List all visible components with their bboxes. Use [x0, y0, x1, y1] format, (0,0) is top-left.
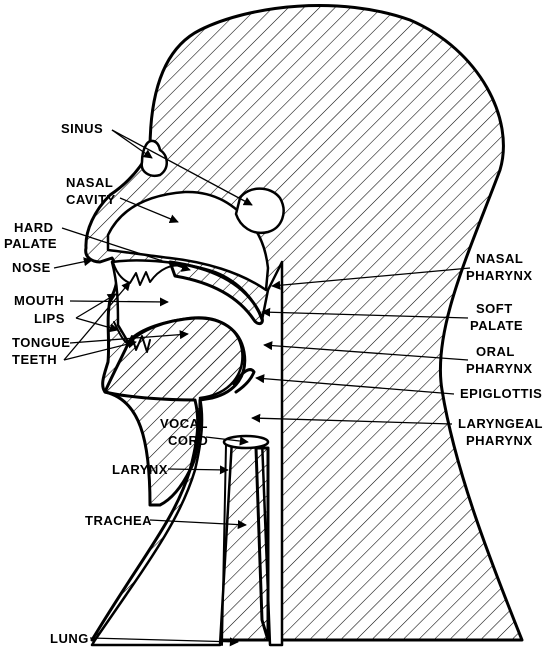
label-mouth: MOUTH [14, 293, 64, 308]
label-trachea: TRACHEA [85, 513, 152, 528]
label-tongue: TONGUE [12, 335, 70, 350]
label-sinus: SINUS [61, 121, 103, 136]
label-vocal-cord-line2: CORD [168, 433, 208, 448]
label-nasal-pharynx-line2: PHARYNX [466, 268, 533, 283]
label-hard-palate-line2: PALATE [4, 236, 57, 251]
label-oral-pharynx-line2: PHARYNX [466, 361, 533, 376]
label-larynx: LARYNX [112, 462, 168, 477]
label-epiglottis: EPIGLOTTIS [460, 386, 542, 401]
sphenoid-sinus [236, 189, 284, 233]
label-lips: LIPS [34, 311, 65, 326]
label-laryngeal-pharynx-line1: LARYNGEAL [458, 416, 543, 431]
label-nasal-cavity-line2: CAVITY [66, 192, 116, 207]
label-vocal-cord-line1: VOCAL [160, 416, 208, 431]
label-nose: NOSE [12, 260, 51, 275]
label-laryngeal-pharynx-line2: PHARYNX [466, 433, 533, 448]
label-nasal-pharynx-line1: NASAL [476, 251, 523, 266]
label-soft-palate-line2: PALATE [470, 318, 523, 333]
label-teeth: TEETH [12, 352, 57, 367]
label-hard-palate-line1: HARD [14, 220, 54, 235]
label-nasal-cavity-line1: NASAL [66, 175, 113, 190]
arrow-nose [54, 260, 92, 268]
label-soft-palate-line1: SOFT [476, 301, 513, 316]
label-lung: LUNG [50, 631, 89, 646]
label-oral-pharynx-line1: ORAL [476, 344, 515, 359]
